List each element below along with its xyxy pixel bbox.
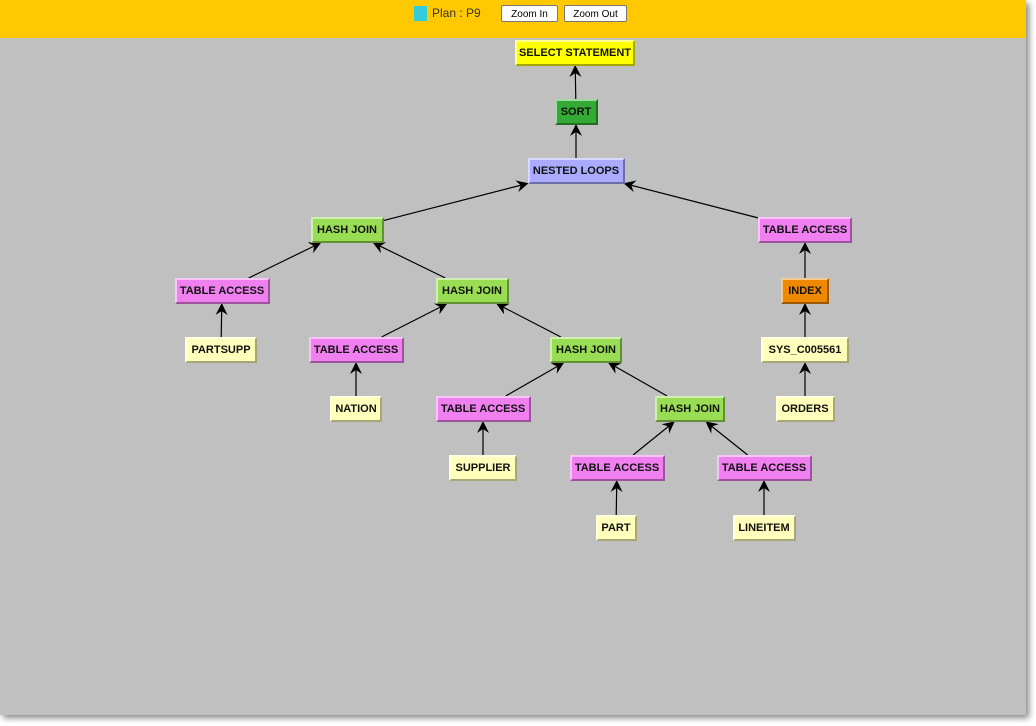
- plan-node-hash-join[interactable]: HASH JOIN: [655, 396, 725, 422]
- plan-node-hash-join[interactable]: HASH JOIN: [550, 337, 622, 363]
- plan-edge-arrow: [608, 362, 668, 397]
- plan-edges: [215, 65, 811, 516]
- plan-label: Plan : P9: [432, 6, 481, 20]
- plan-node-part[interactable]: PART: [595, 515, 637, 541]
- plan-edge-arrow: [632, 421, 675, 456]
- plan-node-table-access[interactable]: TABLE ACCESS: [308, 337, 404, 363]
- plan-node-partsupp[interactable]: PARTSUPP: [185, 337, 257, 363]
- plan-node-table-access[interactable]: TABLE ACCESS: [174, 278, 270, 304]
- plan-node-index[interactable]: INDEX: [781, 278, 829, 304]
- plan-node-nested-loops[interactable]: NESTED LOOPS: [527, 158, 625, 184]
- plan-edge-arrow: [372, 242, 446, 279]
- plan-edge-arrow: [248, 242, 322, 279]
- zoom-in-button[interactable]: Zoom In: [501, 5, 558, 22]
- plan-edge-arrow: [569, 65, 582, 100]
- plan-node-orders[interactable]: ORDERS: [775, 396, 835, 422]
- plan-edge-arrow: [383, 180, 529, 222]
- plan-edge-arrow: [215, 303, 228, 338]
- plan-node-table-access[interactable]: TABLE ACCESS: [569, 455, 665, 481]
- plan-node-nation[interactable]: NATION: [330, 396, 382, 422]
- plan-node-lineitem[interactable]: LINEITEM: [732, 515, 796, 541]
- plan-node-table-access[interactable]: TABLE ACCESS: [435, 396, 531, 422]
- zoom-out-button[interactable]: Zoom Out: [564, 5, 627, 22]
- plan-node-supplier[interactable]: SUPPLIER: [449, 455, 517, 481]
- plan-edge-arrow: [705, 421, 749, 456]
- plan-node-sys-c005561[interactable]: SYS_C005561: [761, 337, 849, 363]
- plan-node-hash-join[interactable]: HASH JOIN: [435, 278, 509, 304]
- plan-node-select-statement[interactable]: SELECT STATEMENT: [515, 40, 635, 66]
- plan-edge-arrow: [381, 303, 448, 338]
- plan-edge-arrow: [623, 180, 759, 219]
- plan-color-swatch: [414, 6, 427, 21]
- plan-edge-arrow: [610, 480, 623, 516]
- plan-edge-arrow: [496, 303, 562, 338]
- toolbar: Plan : P9 Zoom In Zoom Out: [0, 0, 1026, 38]
- plan-node-hash-join[interactable]: HASH JOIN: [310, 217, 384, 243]
- plan-node-table-access[interactable]: TABLE ACCESS: [716, 455, 812, 481]
- plan-node-sort[interactable]: SORT: [554, 99, 598, 125]
- plan-window: Plan : P9 Zoom In Zoom Out SELECT STATEM…: [0, 0, 1026, 715]
- plan-edge-arrow: [505, 362, 565, 397]
- plan-node-table-access[interactable]: TABLE ACCESS: [758, 217, 852, 243]
